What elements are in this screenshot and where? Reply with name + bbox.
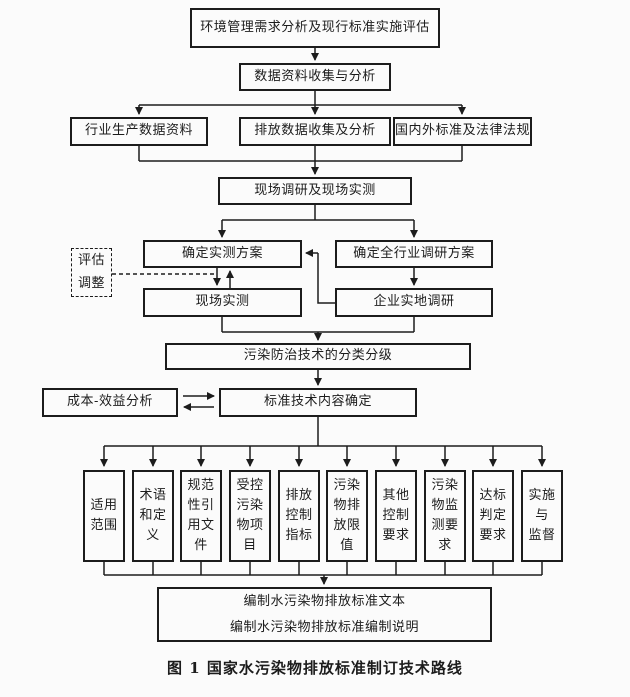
node-eval-adjust: 评估 调整	[71, 248, 112, 297]
node-env-assessment: 环境管理需求分析及现行标准实施评估	[190, 8, 440, 48]
node-industry-plan: 确定全行业调研方案	[335, 240, 493, 268]
node-field-survey: 现场调研及现场实测	[218, 177, 412, 205]
node-data-collection: 数据资料收集与分析	[239, 63, 391, 91]
node-standards-laws: 国内外标准及法律法规	[393, 117, 532, 146]
node-column-compliance: 达标 判定 要求	[472, 470, 514, 562]
node-column-monitoring: 污染 物监 测要 求	[424, 470, 466, 562]
plain-connectors	[103, 91, 543, 576]
node-column-implementation: 实施 与 监督	[521, 470, 563, 562]
node-column-other-requirements: 其他 控制 要求	[375, 470, 417, 562]
node-cost-benefit: 成本-效益分析	[42, 388, 178, 417]
node-measure-plan: 确定实测方案	[143, 240, 302, 268]
node-enterprise-survey: 企业实地调研	[335, 288, 493, 317]
node-column-discharge-limits: 污染 物排 放限 值	[326, 470, 368, 562]
node-column-terms: 术语 和定 义	[132, 470, 174, 562]
node-column-scope: 适用 范围	[83, 470, 125, 562]
node-tech-classification: 污染防治技术的分类分级	[165, 343, 471, 370]
arrow-connectors	[100, 48, 546, 585]
node-industry-data: 行业生产数据资料	[70, 117, 208, 146]
node-column-controlled-pollutants: 受控 污染 物项 目	[229, 470, 271, 562]
node-column-control-indicators: 排放 控制 指标	[278, 470, 320, 562]
node-tech-content: 标准技术内容确定	[219, 388, 417, 417]
figure-caption: 图 1 国家水污染物排放标准制订技术路线	[167, 659, 463, 677]
node-field-measure: 现场实测	[143, 288, 302, 317]
node-final-output: 编制水污染物排放标准文本 编制水污染物排放标准编制说明	[157, 587, 492, 642]
node-column-references: 规范 性引 用文 件	[180, 470, 222, 562]
node-emission-data: 排放数据收集及分析	[239, 117, 391, 146]
